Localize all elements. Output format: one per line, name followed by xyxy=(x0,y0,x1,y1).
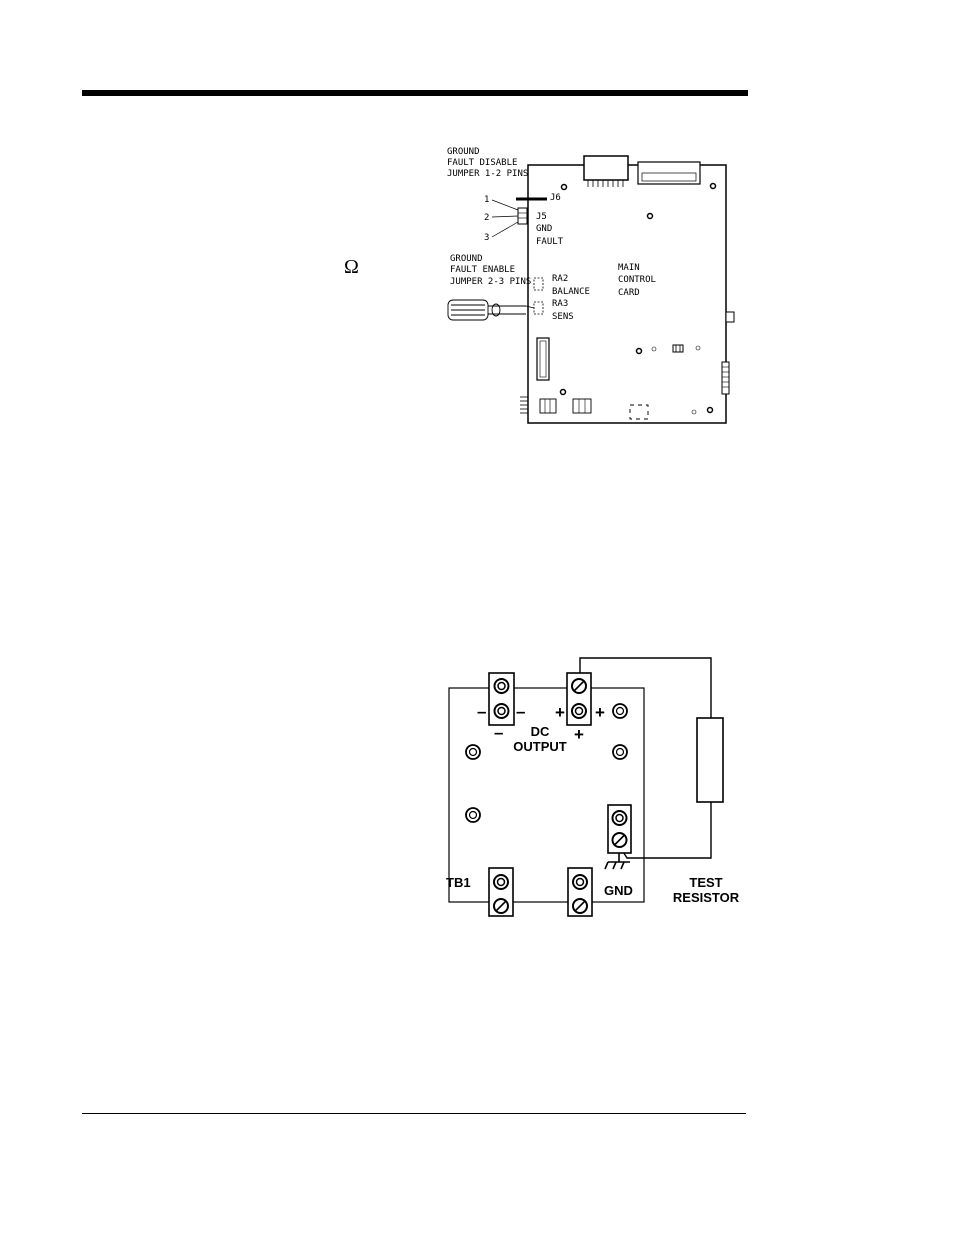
main-control-card-figure: GROUND FAULT DISABLE JUMPER 1-2 PINS J6 … xyxy=(447,147,735,424)
ra3-sens-label: SENS xyxy=(552,312,574,322)
ra2-label: RA2 xyxy=(552,274,568,284)
plus-right: + xyxy=(595,703,605,722)
output-label: OUTPUT xyxy=(513,739,567,754)
tb1-test-resistor-figure: – – – + + + DC OUTPUT TB1 GND TEST RESIS… xyxy=(446,657,740,917)
j5-label: J5 xyxy=(536,212,547,222)
top-connector-1 xyxy=(583,155,629,181)
j5-gnd-label: GND xyxy=(536,224,552,234)
header-rule xyxy=(82,90,748,96)
minus-below: – xyxy=(494,723,503,742)
gf-disable-line-1: GROUND xyxy=(447,147,480,157)
j6-label: J6 xyxy=(550,193,561,203)
test-label: TEST xyxy=(689,875,722,890)
card-label-control: CONTROL xyxy=(618,275,656,285)
ground-icon xyxy=(604,853,630,870)
pin-1-label: 1 xyxy=(484,195,489,205)
plus-left: + xyxy=(555,703,565,722)
gf-disable-line-3: JUMPER 1-2 PINS xyxy=(447,169,528,179)
j5-fault-label: FAULT xyxy=(536,237,564,247)
minus-right: – xyxy=(516,702,525,721)
dc-label: DC xyxy=(531,724,550,739)
tb1-panel xyxy=(448,687,645,903)
ra2-balance-label: BALANCE xyxy=(552,287,590,297)
screwdriver-icon xyxy=(447,299,535,321)
omega-symbol: Ω xyxy=(344,256,359,278)
footer-rule xyxy=(82,1113,746,1114)
resistor-label: RESISTOR xyxy=(673,890,740,905)
card-label-main: MAIN xyxy=(618,263,640,273)
tb1-label: TB1 xyxy=(446,875,471,890)
pin-2-label: 2 xyxy=(484,213,489,223)
ra3-label: RA3 xyxy=(552,299,568,309)
test-resistor xyxy=(696,717,724,803)
gf-enable-line-1: GROUND xyxy=(450,254,483,264)
pin-3-label: 3 xyxy=(484,233,489,243)
gf-disable-line-2: FAULT DISABLE xyxy=(447,158,517,168)
minus-left: – xyxy=(477,702,486,721)
plus-below: + xyxy=(574,725,584,744)
gnd-label: GND xyxy=(604,883,633,898)
card-label-card: CARD xyxy=(618,288,640,298)
gf-enable-line-3: JUMPER 2-3 PINS xyxy=(450,277,531,287)
gf-enable-line-2: FAULT ENABLE xyxy=(450,265,515,275)
